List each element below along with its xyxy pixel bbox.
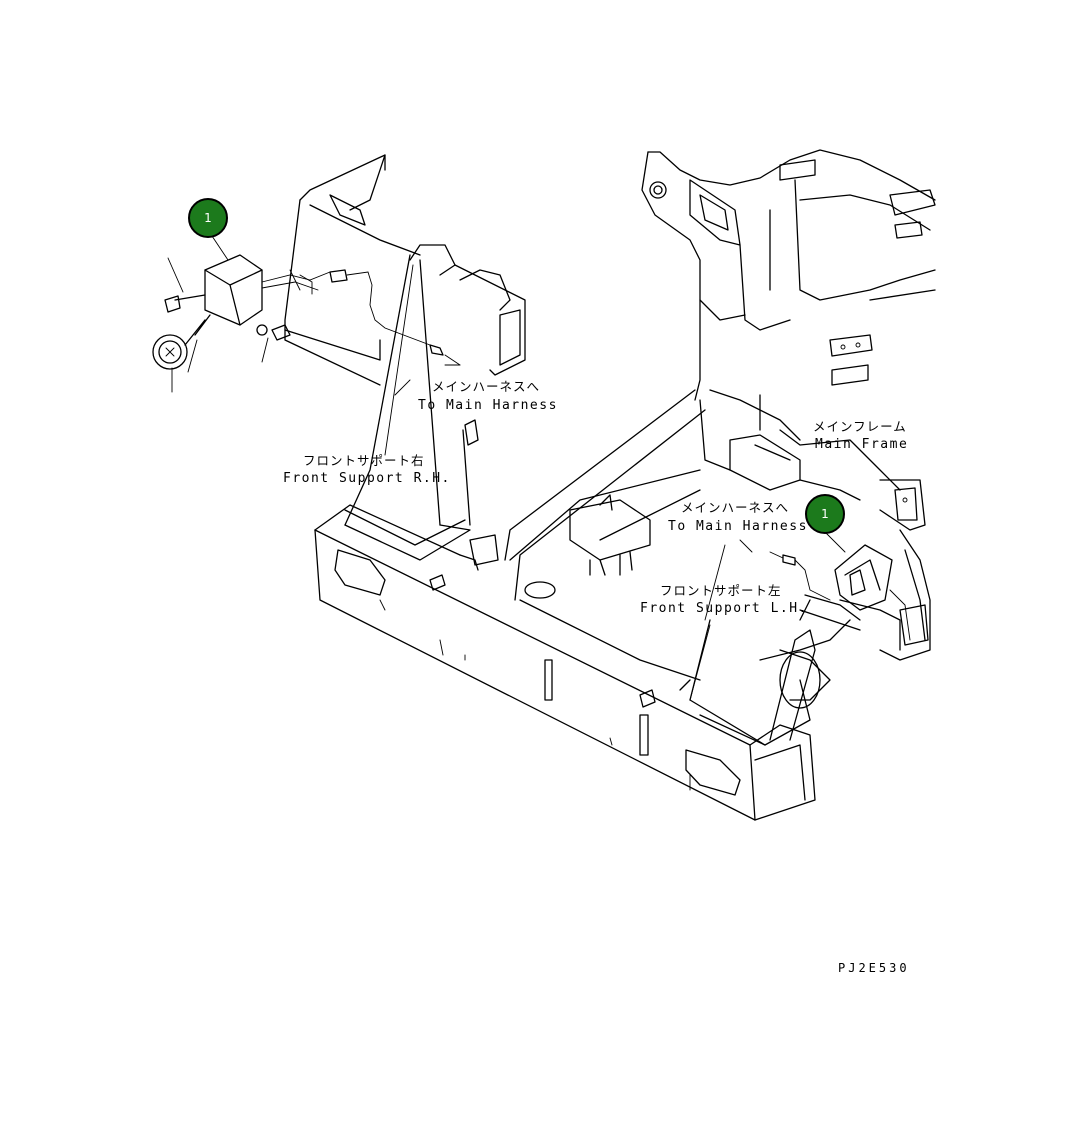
- label-main-harness-top-en: To Main Harness: [418, 398, 558, 413]
- cross-beam-drawing: [314, 504, 816, 821]
- leader-lines: [384, 264, 753, 701]
- main-frame-drawing: [641, 149, 936, 661]
- label-front-support-rh-en: Front Support R.H.: [283, 471, 451, 486]
- horn-assembly-lh: [769, 529, 911, 641]
- label-front-support-lh-en: Front Support L.H.: [640, 601, 808, 616]
- label-main-harness-top-jp: メインハーネスへ: [432, 379, 540, 394]
- front-support-rh-drawing: [284, 154, 526, 571]
- callout-1-lower[interactable]: 1: [805, 494, 845, 534]
- label-main-harness-mid-jp: メインハーネスへ: [681, 500, 789, 515]
- label-front-support-rh-jp: フロントサポート右: [303, 453, 425, 468]
- drawing-code: PJ2E530: [838, 961, 910, 975]
- label-main-harness-mid-en: To Main Harness: [668, 519, 808, 534]
- horn-assembly-rh: [152, 229, 461, 393]
- svg-text:1: 1: [821, 507, 829, 521]
- label-main-frame-jp: メインフレーム: [813, 419, 907, 434]
- diagonal-beams: [504, 389, 851, 709]
- label-main-frame-en: Main Frame: [815, 437, 908, 452]
- label-front-support-lh-jp: フロントサポート左: [660, 583, 782, 598]
- front-support-lh-drawing: [679, 599, 816, 746]
- callout-1-upper[interactable]: 1: [188, 198, 228, 238]
- svg-text:1: 1: [204, 211, 212, 225]
